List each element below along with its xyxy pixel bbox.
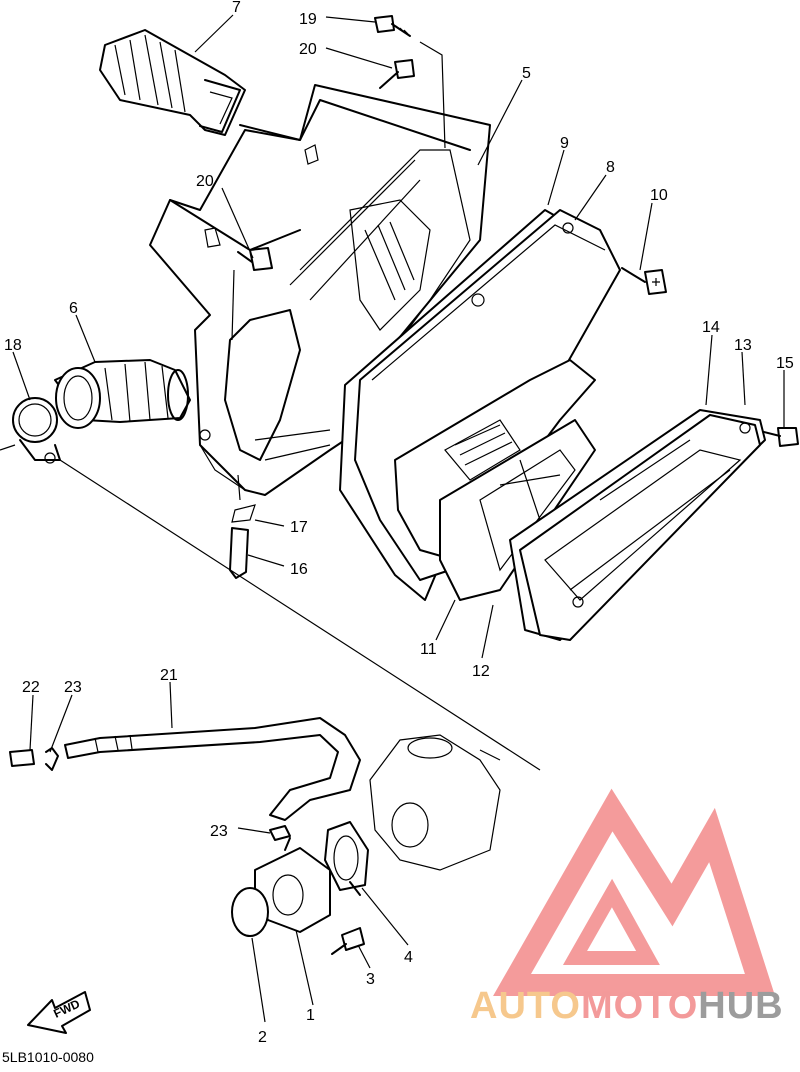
callout-22: 22: [22, 679, 40, 696]
callout-16: 16: [290, 561, 308, 578]
automotohub-logo-icon: [493, 788, 776, 996]
screw-15: [755, 427, 799, 447]
air-filter-case: [149, 84, 491, 496]
hose-clamp: [12, 397, 61, 464]
logo-triangle-inner: [562, 878, 660, 965]
callout-2: 2: [258, 1029, 267, 1046]
callout-9: 9: [560, 135, 569, 152]
callout-20-lower: 20: [196, 173, 214, 190]
callout-13: 13: [734, 337, 752, 354]
air-filter-element-stack: [339, 209, 766, 641]
callout-20-upper: 20: [299, 41, 317, 58]
diagram-code: 5LB1010-0080: [2, 1049, 94, 1065]
callout-17: 17: [290, 519, 308, 536]
callout-23-right: 23: [210, 823, 228, 840]
callout-6: 6: [69, 300, 78, 317]
svg-text:AUTOMOTOHUB: AUTOMOTOHUB: [470, 985, 784, 1027]
callout-4: 4: [404, 949, 413, 966]
intake-duct: [99, 29, 246, 136]
watermark-auto: AUTO: [470, 985, 581, 1027]
watermark-hub: HUB: [698, 985, 783, 1027]
fwd-arrow-icon: FWD: [27, 991, 91, 1034]
screw-19: [374, 15, 411, 37]
carburetor-assembly: [231, 734, 501, 955]
screw-10: [621, 267, 667, 295]
breather-hose: [9, 717, 361, 841]
callout-19: 19: [299, 11, 317, 28]
callout-12: 12: [472, 663, 490, 680]
screw-20-upper: [379, 59, 415, 89]
logo-triangle-outer: [493, 788, 776, 996]
callout-5: 5: [522, 65, 531, 82]
callout-7: 7: [232, 0, 241, 16]
callout-15: 15: [776, 355, 794, 372]
watermark-moto: MOTO: [581, 985, 698, 1027]
callout-23-left: 23: [64, 679, 82, 696]
screws: [237, 15, 799, 447]
callout-14: 14: [702, 319, 720, 336]
callout-21: 21: [160, 667, 178, 684]
screw-20-lower: [237, 247, 273, 271]
callout-18: 18: [4, 337, 22, 354]
callout-8: 8: [606, 159, 615, 176]
carburetor-joint: [54, 359, 191, 429]
leader-lines: [12, 14, 785, 1023]
callout-labels: 7 19 20 5 20 9 8 10 6 18 14 13 15 17 16 …: [4, 0, 794, 1046]
callout-3: 3: [366, 971, 375, 988]
callout-1: 1: [306, 1007, 315, 1024]
drain-hose-parts: [229, 474, 256, 579]
automotohub-watermark: AUTOMOTOHUB: [470, 985, 784, 1027]
callout-11: 11: [420, 641, 437, 658]
callout-10: 10: [650, 187, 668, 204]
